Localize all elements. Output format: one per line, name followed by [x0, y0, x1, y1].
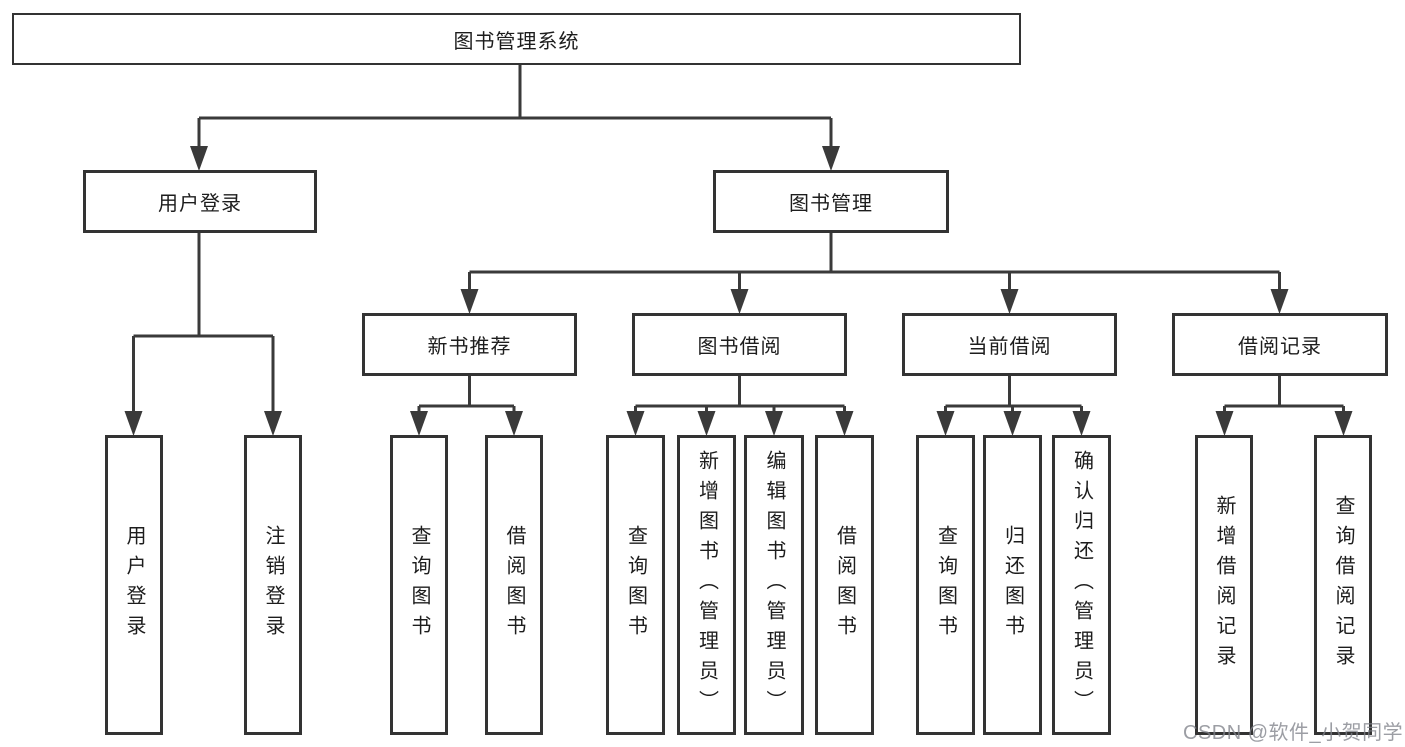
csdn-watermark: CSDN @软件_小贺同学 — [1183, 722, 1404, 744]
node-query-books-current: 查询图书 — [916, 435, 975, 735]
node-label: 查询借阅记录 — [1332, 495, 1354, 675]
node-label: 查询图书 — [408, 525, 430, 645]
node-query-borrow-record: 查询借阅记录 — [1314, 435, 1372, 735]
node-library-management-system: 图书管理系统 — [12, 13, 1021, 65]
node-label: 用户登录 — [123, 525, 145, 645]
node-book-management-branch: 图书管理 — [713, 170, 949, 233]
node-label: 借阅图书 — [503, 525, 525, 645]
node-user-login-branch: 用户登录 — [83, 170, 317, 233]
node-query-books-borrowing: 查询图书 — [606, 435, 665, 735]
node-book-borrowing: 图书借阅 — [632, 313, 847, 376]
node-label: 注销登录 — [262, 525, 284, 645]
node-current-borrowing: 当前借阅 — [902, 313, 1117, 376]
node-borrowing-records: 借阅记录 — [1172, 313, 1388, 376]
node-new-book-recommendation: 新书推荐 — [362, 313, 577, 376]
tree-edges — [132, 64, 1345, 415]
node-add-book-admin: 新增图书（管理员） — [677, 435, 736, 735]
node-label: 借阅图书 — [833, 525, 856, 645]
node-label: 查询图书 — [934, 525, 957, 645]
node-logout: 注销登录 — [244, 435, 302, 735]
arrowheads — [124, 146, 1353, 436]
node-label: 新增借阅记录 — [1213, 495, 1235, 675]
node-add-borrow-record: 新增借阅记录 — [1195, 435, 1253, 735]
node-label: 查询图书 — [624, 525, 647, 645]
node-label: 新增图书（管理员） — [695, 450, 718, 720]
node-label: 编辑图书（管理员） — [763, 450, 785, 720]
node-label: 确认归还（管理员） — [1070, 450, 1093, 720]
node-query-books-recommend: 查询图书 — [390, 435, 448, 735]
node-borrow-book: 借阅图书 — [815, 435, 874, 735]
node-label: 归还图书 — [1001, 525, 1024, 645]
node-borrow-books-recommend: 借阅图书 — [485, 435, 543, 735]
node-user-login: 用户登录 — [105, 435, 163, 735]
node-confirm-return-admin: 确认归还（管理员） — [1052, 435, 1111, 735]
node-edit-book-admin: 编辑图书（管理员） — [744, 435, 804, 735]
node-return-book: 归还图书 — [983, 435, 1042, 735]
